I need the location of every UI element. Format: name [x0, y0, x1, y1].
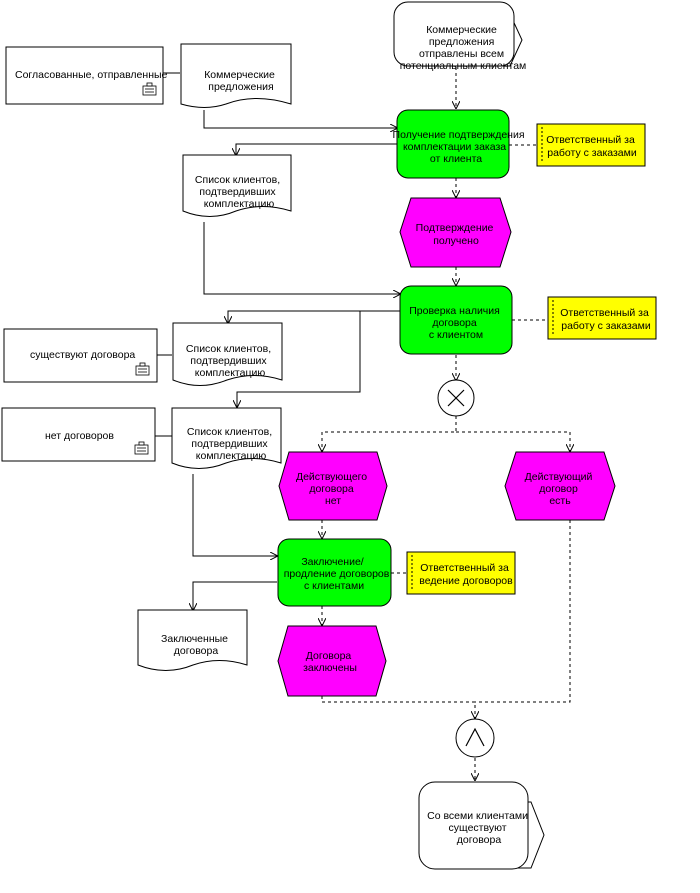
svg-text:Проверка наличия договор: Проверка наличия договора с клиентом: [409, 305, 503, 341]
svg-text:Ответственный за работу: Ответственный за работу с заказами: [560, 307, 651, 332]
svg-text:Ответственный за работу: Ответственный за работу с заказами: [546, 134, 637, 159]
start-event: Коммерческие предложения отправлены всем…: [393, 1, 527, 72]
document-contracts-concluded: Заключенные договора: [137, 609, 248, 671]
carrier-icon: [135, 362, 150, 376]
event-contract-exists: Действующий договор есть: [504, 451, 616, 521]
flow-offers-to-f1: [203, 110, 397, 128]
function-conclude-contracts: Заключение/ продление договоров с клиент…: [277, 538, 393, 607]
svg-text:Заключенные договора: Заключенные договора: [161, 633, 231, 657]
svg-text:Ответственный за ведение: Ответственный за ведение договоров: [419, 562, 513, 587]
svg-text:Список клиентов, подтвер: Список клиентов, подтвердивших комплекта…: [186, 343, 274, 379]
document-client-list-1: Список клиентов, подтвердивших комплекта…: [182, 154, 292, 217]
flow-list3-to-f3: [192, 474, 277, 556]
svg-text:Подтверждение получено: Подтверждение получено: [416, 222, 497, 247]
info-carrier-no-contracts: нет договоров: [1, 407, 156, 462]
role-contracts: Ответственный за ведение договоров: [406, 551, 516, 595]
flow-f2-to-list2: [228, 310, 400, 323]
event-contracts-concluded: Договора заключены: [277, 625, 387, 697]
svg-text:Действующий договор: Действующий договор есть: [525, 471, 596, 507]
svg-text:Действующего договора: Действующего договора нет: [296, 471, 370, 507]
svg-text:Договора заключены: Договора заключены: [303, 650, 357, 674]
flow-xor-to-e2: [322, 416, 457, 451]
svg-text:Согласованные, отправленные: Согласованные, отправленные: [15, 69, 168, 81]
carrier-icon: [142, 82, 157, 96]
and-connector: [455, 718, 495, 758]
carrier-icon: [134, 441, 149, 455]
svg-text:нет договоров: нет договоров: [45, 430, 114, 442]
svg-text:существуют договора: существуют договора: [30, 349, 135, 361]
svg-text:Заключение/ продление до: Заключение/ продление договоров с клиент…: [284, 556, 393, 592]
document-client-list-2: Список клиентов, подтвердивших комплекта…: [172, 322, 283, 386]
flow-list1-to-f2: [203, 222, 400, 294]
role-orders-1: Ответственный за работу с заказами: [536, 123, 646, 167]
end-event: Со всеми клиентами существуют договора: [418, 781, 545, 870]
svg-text:Список клиентов, подтвер: Список клиентов, подтвердивших комплекта…: [195, 174, 283, 210]
svg-text:Со всеми клиентами сущес: Со всеми клиентами существуют договора: [427, 810, 531, 846]
document-commercial-offers: Коммерческие предложения: [180, 43, 292, 108]
xor-connector: [437, 379, 475, 417]
svg-text:Коммерческие предложения: Коммерческие предложения: [204, 69, 278, 93]
flow-f1-to-list1: [236, 143, 397, 155]
flow-f2-to-list3: [237, 311, 361, 407]
start-event-text: Коммерческие предложения отправлены всем…: [400, 24, 527, 72]
role-orders-2: Ответственный за работу с заказами: [547, 296, 657, 340]
connections: [155, 67, 570, 780]
event-no-contract: Действующего договора нет: [278, 451, 388, 521]
svg-text:Список клиентов, подтвер: Список клиентов, подтвердивших комплекта…: [187, 426, 275, 462]
event-confirmation-received: Подтверждение получено: [399, 197, 512, 268]
info-carrier-agreed: Согласованные, отправленные: [5, 46, 168, 105]
flow-e3-to-and: [475, 520, 571, 703]
flow-xor-to-e3: [456, 431, 570, 451]
document-client-list-3: Список клиентов, подтвердивших комплекта…: [171, 407, 282, 469]
svg-text:Получение подтверждения: Получение подтверждения комплектации зак…: [393, 129, 528, 165]
flow-f3-to-concluded: [193, 581, 277, 610]
info-carrier-contracts-exist: существуют договора: [3, 328, 158, 383]
flow-e4-to-and: [321, 696, 475, 718]
function-get-confirmation: Получение подтверждения комплектации зак…: [393, 109, 528, 179]
function-check-contract: Проверка наличия договора с клиентом: [399, 285, 513, 355]
